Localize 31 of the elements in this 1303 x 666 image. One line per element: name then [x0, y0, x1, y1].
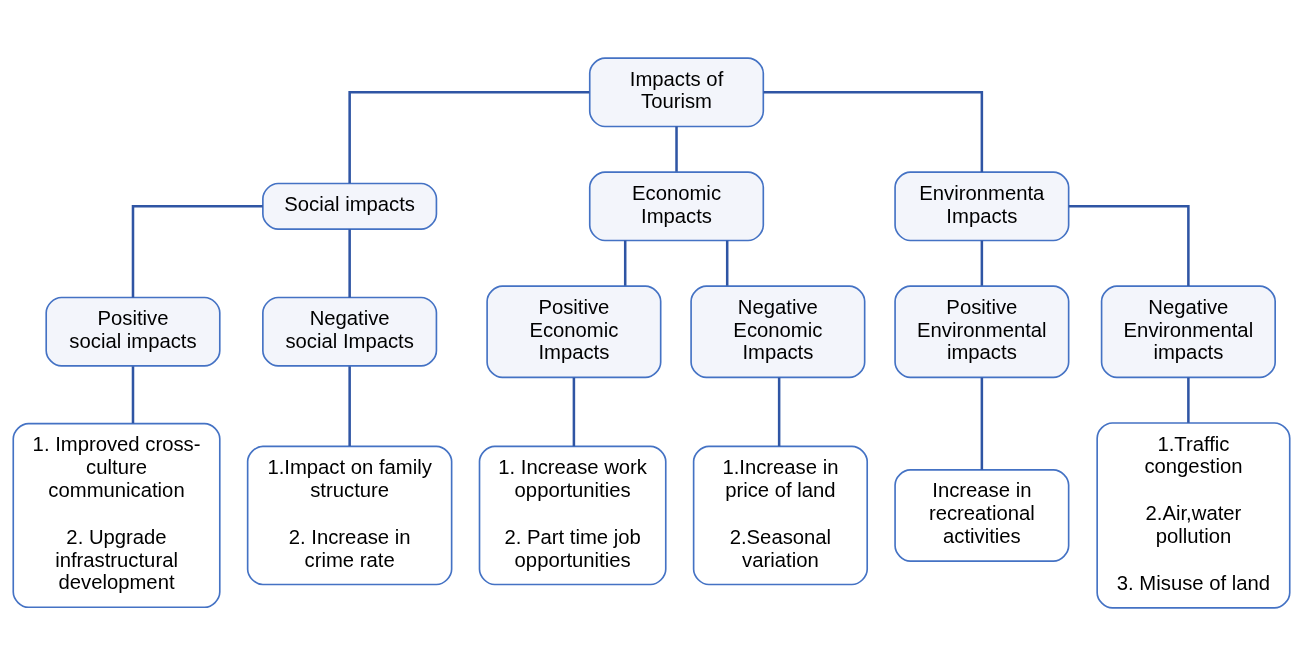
connector: [763, 91, 984, 173]
connector: [675, 126, 678, 172]
node-box: 1. Improved cross-culture communication 2. Upgrade infrastructural development: [12, 422, 221, 609]
node-box: Negative Economic Impacts: [690, 285, 866, 379]
node-box: Economic Impacts: [588, 171, 765, 242]
connector: [131, 366, 135, 424]
connector: [623, 240, 627, 286]
connector: [777, 377, 781, 447]
connector: [1068, 205, 1190, 287]
node-box: Increase in recreational activities: [894, 469, 1070, 562]
node-box: Positive social impacts: [45, 296, 221, 367]
connector: [980, 240, 984, 286]
node-box: Positive Economic Impacts: [486, 285, 662, 379]
connector: [725, 240, 729, 286]
node-box: Positive Environmental impacts: [894, 285, 1070, 379]
node-box: Environmenta Impacts: [894, 171, 1070, 242]
connector: [1187, 377, 1190, 423]
node-box: Social impacts: [262, 182, 438, 230]
node-box: 1.Increase in price of land 2.Seasonal variation: [692, 445, 869, 586]
node-box: 1.Traffic congestion 2.Air,water pollution 3. Misuse of land: [1096, 422, 1291, 609]
connector: [348, 91, 590, 184]
connector: [980, 377, 984, 470]
connector: [131, 205, 263, 298]
node-box: Negative Environmental impacts: [1100, 285, 1276, 379]
node-box: 1.Impact on family structure 2. Increase in crime rate: [246, 445, 453, 586]
node-box: 1. Increase work opportunities 2. Part time job opportunities: [478, 445, 667, 586]
node-box: Impacts of Tourism: [588, 57, 765, 128]
connector: [572, 377, 576, 447]
node-box: Negative social Impacts: [262, 296, 438, 367]
connector: [348, 229, 351, 298]
connector: [348, 366, 351, 447]
